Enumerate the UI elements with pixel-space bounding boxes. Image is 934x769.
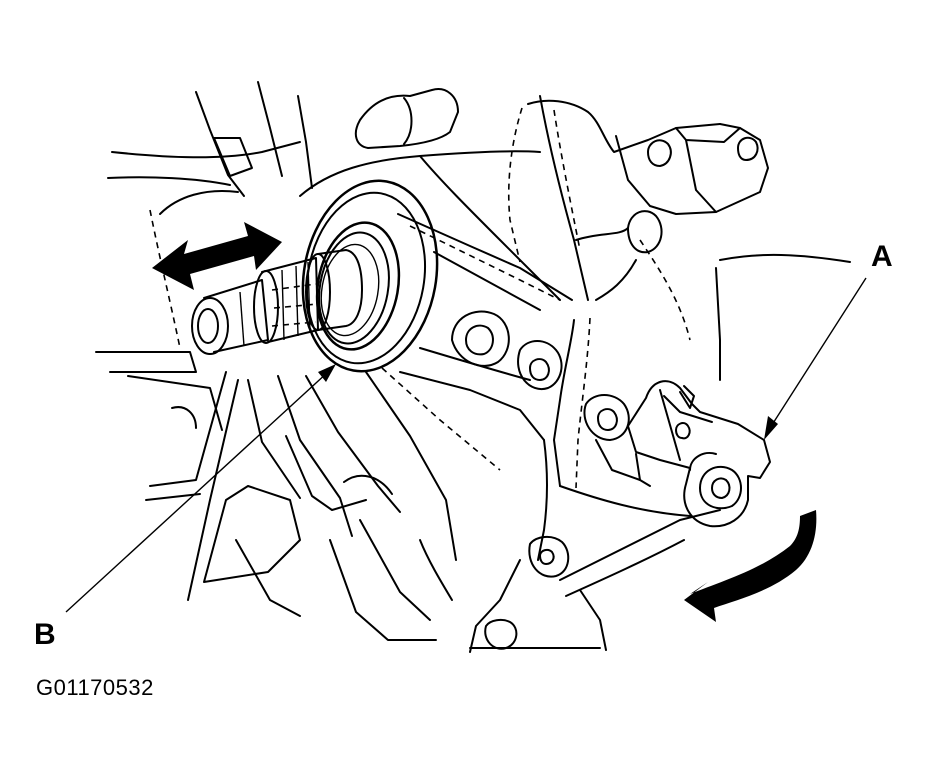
double-arrow-icon <box>152 222 282 290</box>
callout-a-label: A <box>871 240 893 273</box>
case-flange <box>469 99 851 653</box>
leader-lines <box>65 277 867 613</box>
callout-b-label: B <box>34 618 56 651</box>
figure-code: G01170532 <box>36 675 154 700</box>
housing-ribs <box>95 81 501 641</box>
shaft-seal-assembly <box>191 179 439 373</box>
curved-arrow-icon <box>684 510 817 622</box>
housing-body <box>299 88 589 441</box>
mount-bracket <box>627 380 771 528</box>
